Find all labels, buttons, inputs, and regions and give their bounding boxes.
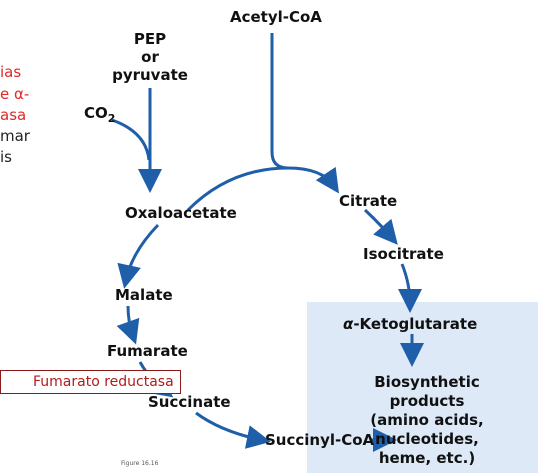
isocitrate-label: Isocitrate	[363, 245, 444, 263]
fumarate-label: Fumarate	[107, 342, 188, 360]
citrate-label: Citrate	[339, 192, 398, 210]
note-line-2: e α-	[0, 85, 30, 103]
succinyl-coa-label: Succinyl-CoA	[265, 431, 375, 449]
acetyl-coa-arrow	[270, 33, 339, 194]
alpha-symbol: α	[343, 315, 354, 333]
note-line-3: asa	[0, 106, 27, 124]
biosynthetic-line-5: heme, etc.)	[378, 449, 476, 467]
biosynthetic-line-4: nucleotides,	[375, 430, 479, 448]
ketoglutarate-text: -Ketoglutarate	[353, 315, 478, 333]
biosynthesis-panel	[307, 302, 538, 473]
malate-to-fumarate-arrow	[116, 305, 140, 345]
biosynthetic-line-1: Biosynthetic	[374, 373, 480, 391]
pep-line-2: or	[141, 48, 159, 66]
acetyl-coa-label: Acetyl-CoA	[230, 8, 322, 26]
figure-caption: Figure 16.16	[121, 460, 159, 467]
co2-subscript: 2	[107, 112, 116, 125]
co2-arrow	[111, 118, 151, 161]
pep-pyruvate-label: PEP or pyruvate	[95, 30, 205, 84]
note-line-5: is	[0, 148, 12, 166]
co2-text: CO	[84, 104, 108, 122]
succinate-to-succinyl-coa-arrow	[195, 411, 271, 449]
pep-line-1: PEP	[133, 30, 167, 48]
oxaloacetate-label: Oxaloacetate	[125, 204, 237, 222]
biosynthetic-products-label: Biosynthetic products (amino acids, nucl…	[352, 373, 502, 468]
oxaloacetate-to-citrate-arc	[186, 166, 289, 212]
pep-line-3: pyruvate	[112, 66, 188, 84]
malate-label: Malate	[115, 286, 173, 304]
fumarato-reductasa-box: Fumarato reductasa	[0, 370, 181, 394]
isocitrate-to-ketoglutarate-arrow	[397, 263, 422, 313]
citrate-to-isocitrate-arrow	[363, 208, 398, 245]
note-line-1: ias	[0, 63, 22, 81]
ketoglutarate-label: α-Ketoglutarate	[343, 315, 477, 333]
succinate-label: Succinate	[148, 393, 231, 411]
biosynthetic-line-2: products	[389, 392, 465, 410]
co2-label: CO2	[84, 104, 115, 125]
note-line-4: mar	[0, 127, 30, 145]
biosynthetic-line-3: (amino acids,	[370, 411, 484, 429]
oxaloacetate-to-malate-arrow	[117, 223, 160, 289]
